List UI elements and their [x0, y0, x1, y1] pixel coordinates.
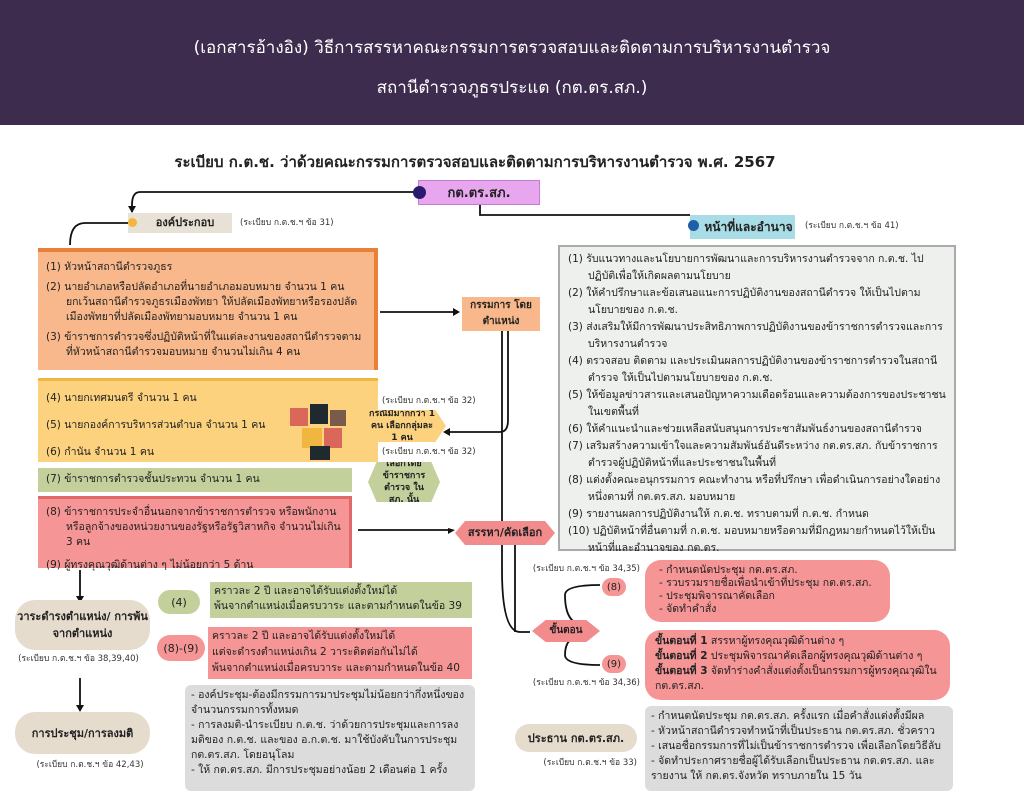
police-member: (7) ข้าราชการตำรวจชั้นประทวน จำนวน 1 คน: [38, 468, 352, 492]
duty-item: (1) รับแนวทางและนโยบายการพัฒนาและการบริห…: [568, 253, 924, 282]
duty-item: (10) ปฏิบัติหน้าที่อื่นตามที่ ก.ต.ช. มอบ…: [568, 525, 936, 554]
hex2-ref: (ระเบียบ ก.ต.ช.ฯ ข้อ 32): [382, 447, 476, 457]
ex-officio-label: กรรมการ โดยตำแหน่ง: [462, 297, 540, 331]
composition-dot-icon: [128, 218, 137, 227]
term-ref: (ระเบียบ ก.ต.ช.ฯ ข้อ 38,39,40): [18, 654, 139, 664]
duty-item: (5) ให้ข้อมูลข่าวสารและเสนอปัญหาความเดือ…: [568, 389, 946, 418]
term-item: คราวละ 2 ปี และอาจได้รับแต่งตั้งใหม่ได้: [212, 630, 396, 642]
member-item: (7) ข้าราชการตำรวจชั้นประทวน จำนวน 1 คน: [46, 473, 260, 485]
term-list-8-9: คราวละ 2 ปี และอาจได้รับแต่งตั้งใหม่ได้แ…: [208, 627, 472, 679]
meeting-label: การประชุม/การลงมติ: [15, 712, 150, 754]
root-node: กต.ตร.สภ.: [418, 180, 540, 205]
root-label: กต.ตร.สภ.: [447, 186, 511, 201]
step-heading: ขั้นตอนที่ 2: [655, 650, 708, 662]
step-item: - จัดทำคำสั่ง: [659, 603, 717, 615]
step9-tag: (9): [602, 655, 626, 673]
step9-list: ขั้นตอนที่ 1 สรรหาผู้ทรงคุณวุฒิด้านต่าง …: [645, 630, 950, 700]
member-item: (4) นายกเทศมนตรี จำนวน 1 คน: [46, 392, 197, 404]
member-item: (1) หัวหน้าสถานีตำรวจภูธร: [46, 261, 173, 273]
meeting-ref: (ระเบียบ ก.ต.ช.ฯ ข้อ 42,43): [36, 760, 144, 770]
hex1-ref: (ระเบียบ ก.ต.ช.ฯ ข้อ 32): [382, 396, 476, 406]
duties-ref: (ระเบียบ ก.ต.ช.ฯ ข้อ 41): [805, 221, 899, 231]
step9-ref: (ระเบียบ ก.ต.ช.ฯ ข้อ 34,36): [532, 678, 640, 688]
term-tag-4: (4): [158, 590, 200, 614]
step8-ref: (ระเบียบ ก.ต.ช.ฯ ข้อ 34,35): [532, 564, 640, 574]
duty-item: (3) ส่งเสริมให้มีการพัฒนาประสิทธิภาพการป…: [568, 321, 943, 350]
header-line-1: (เอกสารอ้างอิง) วิธีการสรรหาคณะกรรมการตร…: [193, 38, 831, 58]
meeting-item: - ให้ กต.ตร.สภ. มีการประชุมอย่างน้อย 2 เ…: [191, 764, 448, 776]
term-label: วาระดำรงตำแหน่ง/ การพ้นจากตำแหน่ง: [15, 600, 150, 650]
duty-item: (8) แต่งตั้งคณะอนุกรรมการ คณะทำงาน หรือท…: [568, 474, 941, 503]
term-item: พ้นจากตำแหน่งเมื่อครบวาระ และตามกำหนดในข…: [212, 662, 460, 674]
member-item: (2) นายอำเภอหรือปลัดอำเภอที่นายอำเภอมอบห…: [46, 281, 358, 323]
member-item: (8) ข้าราชการประจำอื่นนอกจากข้าราชการตำร…: [46, 506, 341, 548]
duty-item: (9) รายงานผลการปฏิบัติงานให้ ก.ต.ช. ทราบ…: [568, 508, 869, 520]
step-item: สรรหาผู้ทรงคุณวุฒิด้านต่าง ๆ: [707, 635, 845, 647]
page-title: ระเบียบ ก.ต.ช. ว่าด้วยคณะกรรมการตรวจสอบแ…: [174, 153, 776, 171]
duty-item: (6) ให้คำแนะนำและช่วยเหลือสนับสนุนการประ…: [568, 423, 922, 435]
duties-dot-icon: [688, 220, 699, 231]
recruit-label: สรรหา/คัดเลือก: [455, 521, 555, 545]
hex-one-per-group: กรณีมีมากกว่า 1 คน เลือกกลุ่มละ 1 คน: [358, 410, 446, 442]
chair-item: - จัดทำประกาศรายชื่อผู้ได้รับเลือกเป็นปร…: [651, 755, 935, 782]
chair-item: - หัวหน้าสถานีตำรวจทำหน้าที่เป็นประธาน ก…: [651, 725, 935, 737]
step-item: - รวบรวมรายชื่อเพื่อนำเข้าที่ประชุม กต.ต…: [659, 577, 872, 589]
step-item: - ประชุมพิจารณาคัดเลือก: [659, 590, 775, 602]
meeting-list: - องค์ประชุม-ต้องมีกรรมการมาประชุมไม่น้อ…: [185, 685, 475, 791]
step-heading: ขั้นตอนที่ 3: [655, 665, 708, 677]
step-heading: ขั้นตอนที่ 1: [655, 635, 708, 647]
puzzle-illustration: [280, 400, 360, 460]
step8-tag: (8): [602, 578, 626, 596]
chair-ref: (ระเบียบ ก.ต.ช.ฯ ข้อ 33): [543, 758, 637, 768]
member-item: (9) ผู้ทรงคุณวุฒิด้านต่าง ๆ ไม่น้อยกว่า …: [46, 559, 254, 571]
chair-list: - กำหนดนัดประชุม กต.ตร.สภ. ครั้งแรก เมื่…: [645, 706, 953, 791]
chair-label: ประธาน กต.ตร.สภ.: [515, 724, 637, 752]
chair-item: - กำหนดนัดประชุม กต.ตร.สภ. ครั้งแรก เมื่…: [651, 710, 925, 722]
steps-label: ขั้นตอน: [532, 620, 600, 642]
duties-label: หน้าที่และอำนาจ: [690, 215, 795, 239]
chair-item: - เสนอชื่อกรรมการที่ไม่เป็นข้าราชการตำรว…: [651, 740, 941, 752]
term-list-4: คราวละ 2 ปี และอาจได้รับแต่งตั้งใหม่ได้พ…: [210, 582, 472, 618]
composition-label: องค์ประกอบ: [128, 213, 232, 233]
step-item: - กำหนดนัดประชุม กต.ตร.สภ.: [659, 564, 798, 576]
hex-police-vote: เลือกโดย ข้าราชการตำรวจ ใน สภ. นั้น: [368, 462, 440, 502]
duty-item: (2) ให้คำปรึกษาและข้อเสนอแนะการปฏิบัติงา…: [568, 287, 921, 316]
step-item: ประชุมพิจารณาคัดเลือกผู้ทรงคุณวุฒิด้านต่…: [707, 650, 923, 662]
header-banner: (เอกสารอ้างอิง) วิธีการสรรหาคณะกรรมการตร…: [0, 0, 1024, 125]
duty-item: (4) ตรวจสอบ ติดตาม และประเมินผลการปฏิบัต…: [568, 355, 938, 384]
root-dot-icon: [413, 186, 426, 199]
member-item: (6) กำนัน จำนวน 1 คน: [46, 446, 155, 458]
step8-list: - กำหนดนัดประชุม กต.ตร.สภ.- รวบรวมรายชื่…: [645, 560, 890, 622]
duties-list: (1) รับแนวทางและนโยบายการพัฒนาและการบริห…: [558, 245, 956, 554]
term-tag-8-9: (8)-(9): [157, 635, 205, 661]
step-item: จัดทำร่างคำสั่งแต่งตั้งเป็นกรรมการผู้ทรง…: [655, 665, 937, 692]
term-item: พ้นจากตำแหน่งเมื่อครบวาระ และตามกำหนดในข…: [214, 600, 462, 612]
duty-item: (7) เสริมสร้างความเข้าใจและความสัมพันธ์อ…: [568, 440, 938, 469]
header-line-2: สถานีตำรวจภูธรประแต (กต.ตร.สภ.): [376, 78, 648, 98]
member-item: (3) ข้าราชการตำรวจซึ่งปฏิบัติหน้าที่ในแต…: [46, 331, 362, 358]
selected-members: (8) ข้าราชการประจำอื่นนอกจากข้าราชการตำร…: [38, 496, 352, 571]
term-item: คราวละ 2 ปี และอาจได้รับแต่งตั้งใหม่ได้: [214, 585, 398, 597]
meeting-item: - การลงมติ-นำระเบียบ ก.ต.ช. ว่าด้วยการปร…: [191, 719, 459, 761]
meeting-item: - องค์ประชุม-ต้องมีกรรมการมาประชุมไม่น้อ…: [191, 689, 465, 716]
member-item: (5) นายกองค์การบริหารส่วนตำบล จำนวน 1 คน: [46, 419, 266, 431]
term-item: แต่จะดำรงตำแหน่งเกิน 2 วาระติดต่อกันไม่ไ…: [212, 646, 418, 658]
ex-officio-members: (1) หัวหน้าสถานีตำรวจภูธร (2) นายอำเภอหร…: [38, 248, 378, 370]
composition-ref: (ระเบียบ ก.ต.ช.ฯ ข้อ 31): [240, 218, 334, 228]
